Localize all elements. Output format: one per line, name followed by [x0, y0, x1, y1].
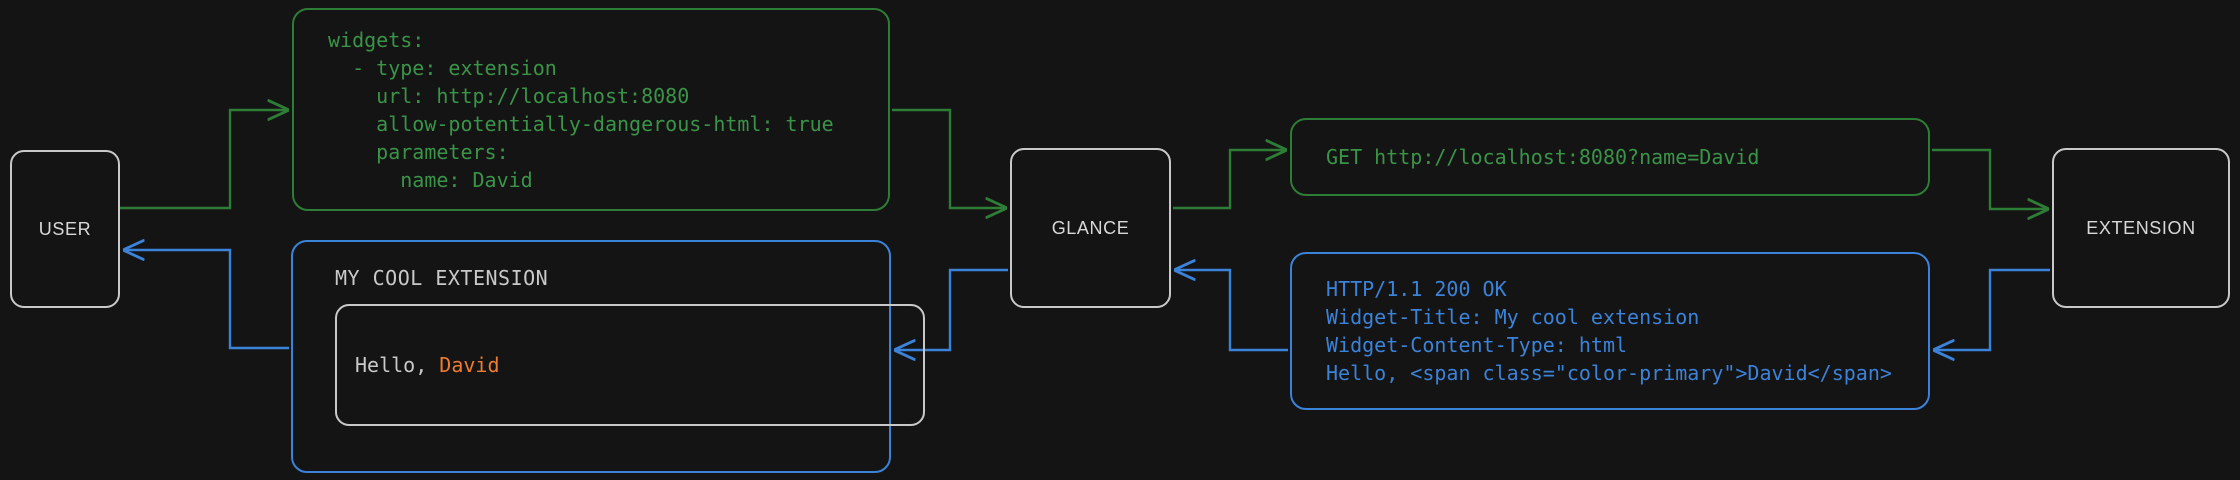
config-yaml-text: widgets: - type: extension url: http://l… — [328, 27, 834, 192]
rendered-widget-content-card: Hello, David — [335, 304, 925, 426]
rendered-widget-greeting: Hello, David — [355, 353, 500, 377]
edge-glance-to-widget — [895, 268, 1008, 350]
node-glance[interactable]: GLANCE — [1010, 148, 1171, 308]
edge-response-to-glance — [1175, 270, 1288, 352]
edge-widget-to-user — [124, 250, 289, 350]
edge-extension-to-response — [1934, 268, 2050, 350]
node-user-label: USER — [38, 218, 92, 239]
node-extension-label: EXTENSION — [2086, 217, 2196, 238]
http-request-box: GET http://localhost:8080?name=David — [1290, 118, 1930, 196]
greeting-prefix: Hello, — [355, 353, 440, 377]
node-glance-label: GLANCE — [1051, 217, 1130, 238]
http-response-line-4: Hello, <span class="color-primary">David… — [1326, 361, 1892, 385]
config-yaml-box: widgets: - type: extension url: http://l… — [292, 8, 890, 211]
node-extension[interactable]: EXTENSION — [2052, 148, 2230, 308]
edge-request-to-extension — [1932, 148, 2048, 209]
node-user[interactable]: USER — [10, 150, 120, 308]
edge-glance-to-request — [1173, 150, 1286, 210]
http-request-line-0: GET http://localhost:8080?name=David — [1326, 145, 1760, 169]
http-response-line-0: HTTP/1.1 200 OK — [1326, 277, 1507, 301]
http-response-line-2: Widget-Content-Type: html — [1326, 333, 1628, 357]
http-response-box: HTTP/1.1 200 OK Widget-Title: My cool ex… — [1290, 252, 1930, 410]
rendered-widget-title: MY COOL EXTENSION — [335, 266, 549, 290]
rendered-widget-box: MY COOL EXTENSION Hello, David — [291, 240, 925, 473]
edge-user-to-config — [120, 110, 288, 210]
http-response-line-1: Widget-Title: My cool extension — [1326, 305, 1700, 329]
greeting-name: David — [439, 353, 500, 377]
edge-config-to-glance — [892, 108, 1006, 208]
